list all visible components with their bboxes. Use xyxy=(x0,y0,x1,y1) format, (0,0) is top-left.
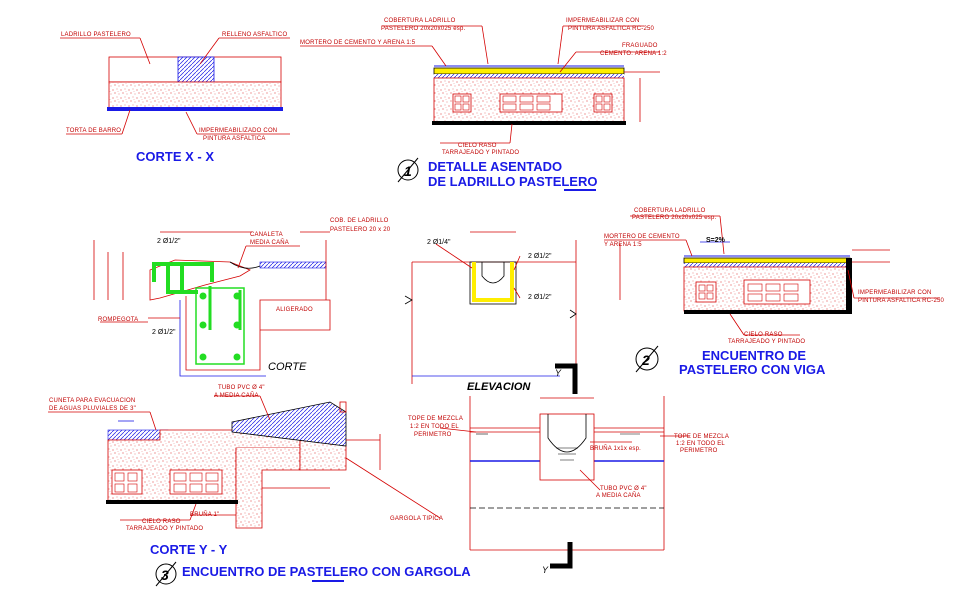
label-tope-mezcla-right-perimetro: PERIMETRO xyxy=(680,448,718,454)
label-mortero: MORTERO DE CEMENTO Y ARENA 1:5 xyxy=(300,40,416,46)
label-torta-de-barro: TORTA DE BARRO xyxy=(66,128,121,134)
label-tubo-pvc: TUBO PVC Ø 4" xyxy=(218,385,265,391)
title-corte-xx: CORTE X - X xyxy=(136,149,214,164)
label-y-bottom: Y xyxy=(542,565,549,575)
encuentro-viga-detail xyxy=(604,215,940,336)
detail-3-marker: 3 xyxy=(155,561,177,587)
corte-yy-detail xyxy=(48,395,441,529)
label-cobertura-viga-spec: PASTELERO 20x20x025 esp. xyxy=(632,215,717,221)
scale-bar-1 xyxy=(564,189,596,191)
label-y-top: Y xyxy=(555,368,562,378)
label-tubo-pvc-spec: A MEDIA CAÑA xyxy=(214,392,259,399)
elevacion-detail xyxy=(404,231,621,394)
label-slope: S=2% xyxy=(706,237,726,244)
label-cobertura-viga: COBERTURA LADRILLO xyxy=(634,208,706,214)
label-cob-ladrillo-spec: PASTELERO 20 x 20 xyxy=(330,227,391,233)
label-cob-ladrillo: COB. DE LADRILLO xyxy=(330,218,389,224)
label-tope-mezcla-right-spec: 1:2 EN TODO EL xyxy=(676,441,725,447)
title-detalle-line2: DE LADRILLO PASTELERO xyxy=(428,174,597,189)
detalle-asentado-detail xyxy=(300,25,660,144)
gargola-plan-detail xyxy=(439,396,690,569)
detail-2-marker: 2 xyxy=(635,345,659,373)
label-fraguado-spec: CEMENTO: ARENA 1:2 xyxy=(600,51,667,57)
label-cuneta: CUNETA PARA EVACUACION xyxy=(49,398,135,404)
label-cielo-raso-viga-spec: TARRAJEADO Y PINTADO xyxy=(728,339,805,345)
label-cobertura-ladrillo-spec: PASTELERO 20x20x025 esp. xyxy=(381,26,466,32)
label-impermeabilizado: IMPERMEABILIZADO CON xyxy=(199,128,277,134)
label-rebar-elev-bottom: 2 Ø1/2" xyxy=(528,294,552,301)
title-encuentro-line1: ENCUENTRO DE xyxy=(702,348,806,363)
title-encuentro-line2: PASTELERO CON VIGA xyxy=(679,362,826,377)
label-impermeabilizar: IMPERMEABILIZAR CON xyxy=(566,18,639,24)
label-rompegota: ROMPEGOTA xyxy=(98,317,138,323)
detail-1-marker: 1 xyxy=(397,157,419,183)
label-relleno-asfaltico: RELLENO ASFALTICO xyxy=(222,32,287,38)
label-cobertura-ladrillo: COBERTURA LADRILLO xyxy=(384,18,456,24)
label-tubo-pvc-plan-spec: A MEDIA CAÑA xyxy=(596,492,641,499)
label-pintura-asfaltica: PINTURA ASFALTICA xyxy=(203,136,266,142)
corte-xx-detail xyxy=(60,37,290,135)
label-mortero-viga: MORTERO DE CEMENTO xyxy=(604,234,680,240)
label-tope-mezcla-left: TOPE DE MEZCLA xyxy=(408,416,463,422)
label-tope-mezcla-left-perimetro: PERIMETRO xyxy=(414,432,452,438)
label-tope-mezcla-left-spec: 1:2 EN TODO EL xyxy=(410,424,459,430)
label-rebar-elev-top: 2 Ø1/2" xyxy=(528,253,552,260)
title-detalle-line1: DETALLE ASENTADO xyxy=(428,159,562,174)
label-elevacion: ELEVACION xyxy=(467,381,531,393)
detail-1-number: 1 xyxy=(404,163,412,179)
label-cielo-raso-yy: CIELO RASO xyxy=(142,519,181,525)
label-fraguado: FRAGUADO xyxy=(622,43,658,49)
label-cuneta-spec: DE AGUAS PLUVIALES DE 3" xyxy=(49,406,136,412)
label-canaleta: CANALETA xyxy=(250,232,283,238)
label-aligerado: ALIGERADO xyxy=(276,307,313,313)
label-corte: CORTE xyxy=(268,361,307,373)
label-bruna-plan: BRUÑA 1x1x esp. xyxy=(590,445,641,452)
label-cielo-raso-yy-spec: TARRAJEADO Y PINTADO xyxy=(126,526,203,532)
label-impermeabilizar-viga-spec: PINTURA ASFALTICA RC-250 xyxy=(858,298,945,304)
label-cielo-raso: CIELO RASO xyxy=(458,143,497,149)
label-cielo-raso-spec: TARRAJEADO Y PINTADO xyxy=(442,150,519,156)
label-tope-mezcla-right: TOPE DE MEZCLA xyxy=(674,434,729,440)
label-rebar-14: 2 Ø1/4" xyxy=(427,239,451,246)
label-tubo-pvc-plan: TUBO PVC Ø 4" xyxy=(600,486,647,492)
label-impermeabilizar-spec: PINTURA ASFALTICA RC-250 xyxy=(568,26,655,32)
label-mortero-viga-spec: Y ARENA 1:5 xyxy=(604,242,642,248)
label-gargola-tipica: GARGOLA TIPICA xyxy=(390,516,443,522)
canaleta-corte-detail xyxy=(93,231,331,377)
label-bruna: BRUÑA 1" xyxy=(190,511,219,518)
title-gargola: ENCUENTRO DE PASTELERO CON GARGOLA xyxy=(182,564,471,579)
label-rebar-top: 2 Ø1/2" xyxy=(157,238,181,245)
label-media-cana: MEDIA CAÑA xyxy=(250,239,289,246)
scale-bar-3 xyxy=(312,580,344,582)
label-ladrillo-pastelero: LADRILLO PASTELERO xyxy=(61,32,131,38)
label-impermeabilizar-viga: IMPERMEABILIZAR CON xyxy=(858,290,931,296)
detail-2-number: 2 xyxy=(641,352,650,368)
detail-3-number: 3 xyxy=(161,567,169,583)
label-cielo-raso-viga: CIELO RASO xyxy=(744,332,783,338)
title-corte-yy: CORTE Y - Y xyxy=(150,542,228,557)
label-rebar-bottom: 2 Ø1/2" xyxy=(152,329,176,336)
